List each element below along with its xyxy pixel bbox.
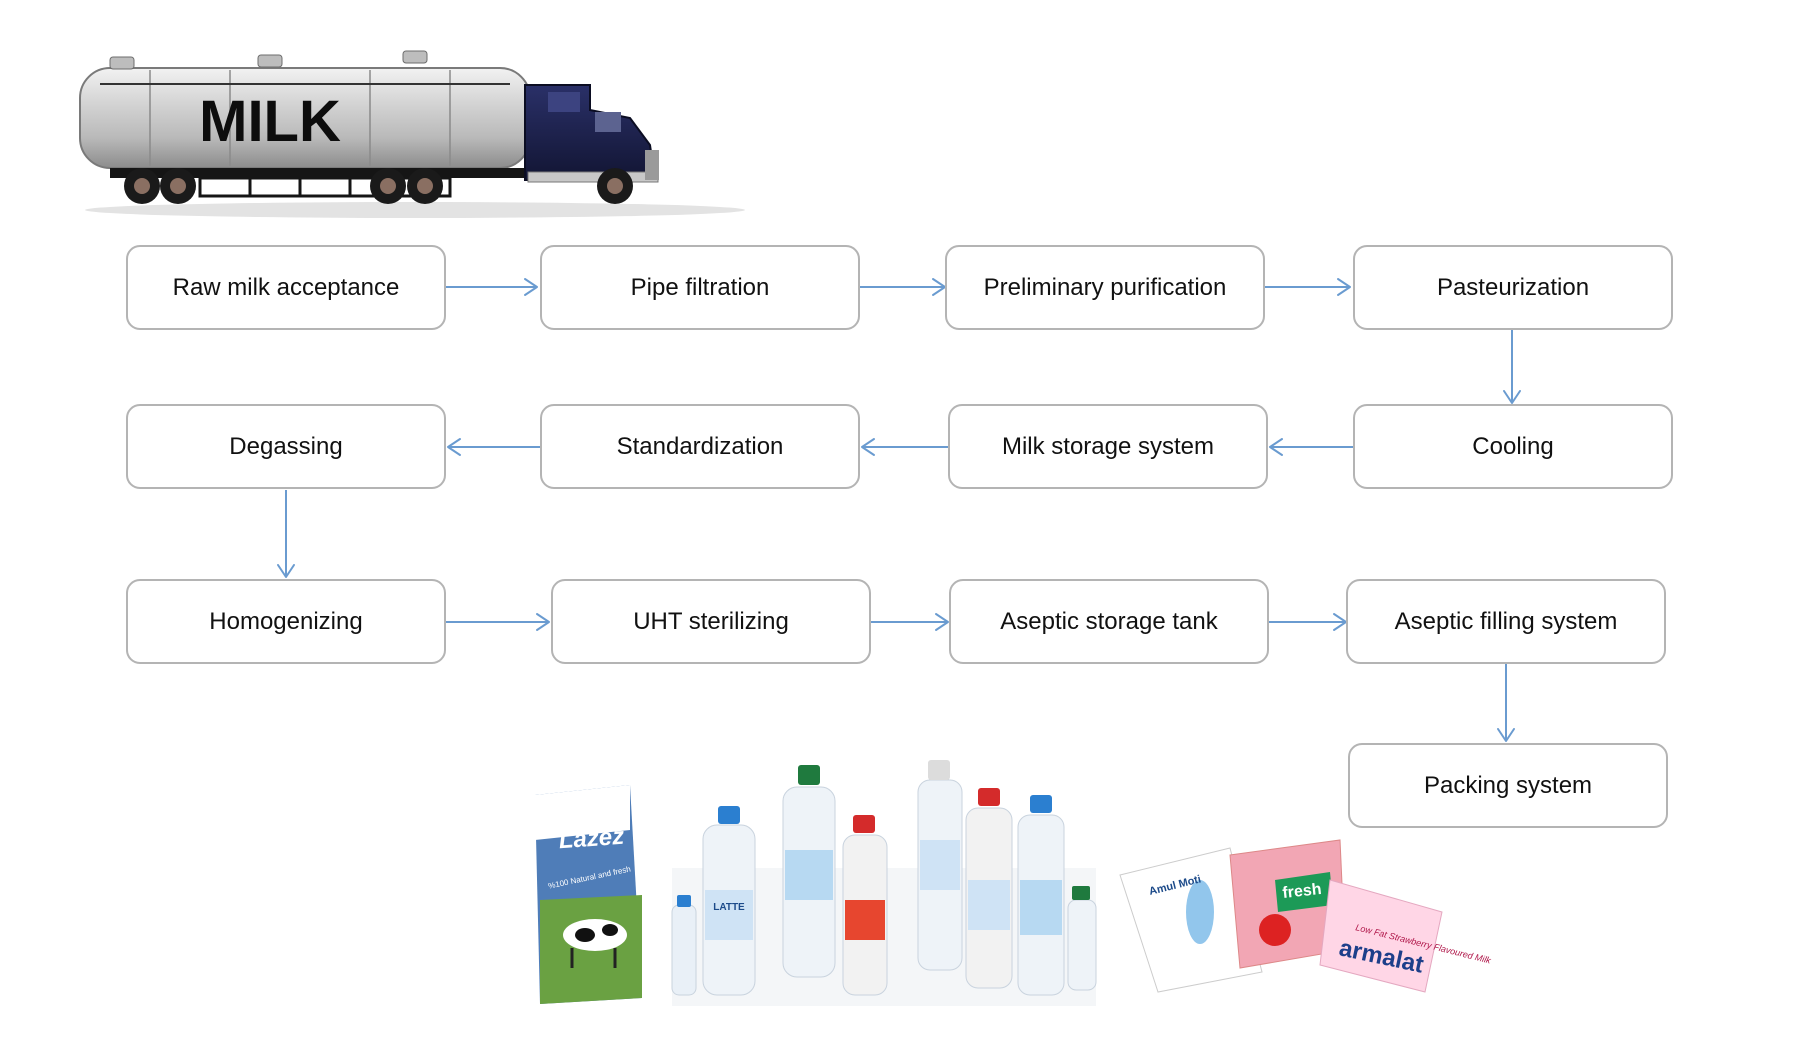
step-uht-sterilizing: UHT sterilizing <box>551 579 871 664</box>
tank-hatch <box>109 56 135 70</box>
arrow-left <box>1269 438 1353 456</box>
step-raw-milk-acceptance: Raw milk acceptance <box>126 245 446 330</box>
arrow-right <box>1265 278 1351 296</box>
trailer-chassis <box>110 168 530 178</box>
arrow-left <box>447 438 540 456</box>
milk-bottles-image: LATTE <box>671 760 966 1006</box>
arrow-right <box>871 613 949 631</box>
step-aseptic-storage-tank: Aseptic storage tank <box>949 579 1269 664</box>
step-aseptic-filling-system: Aseptic filling system <box>1346 579 1666 664</box>
bottle-label: LATTE <box>713 902 745 913</box>
step-degassing: Degassing <box>126 404 446 489</box>
arrow-down <box>277 490 295 578</box>
arrow-right <box>446 278 538 296</box>
carton-brand: Lazez <box>558 823 625 854</box>
milk-bottles-image <box>965 788 1097 1006</box>
arrow-right <box>446 613 550 631</box>
arrow-left <box>861 438 948 456</box>
step-preliminary-purification: Preliminary purification <box>945 245 1265 330</box>
step-pipe-filtration: Pipe filtration <box>540 245 860 330</box>
milk-truck-illustration: MILK <box>79 50 745 218</box>
step-milk-storage-system: Milk storage system <box>948 404 1268 489</box>
step-cooling: Cooling <box>1353 404 1673 489</box>
truck-wheels <box>124 168 633 204</box>
tank-hatch <box>257 54 283 68</box>
milk-pouches-image: Amul Moti fresh Low Fat Strawberry Flavo… <box>1119 839 1492 993</box>
arrow-down <box>1503 330 1521 404</box>
step-pasteurization: Pasteurization <box>1353 245 1673 330</box>
pouch-brand-fresh: fresh <box>1282 881 1323 902</box>
tank-label: MILK <box>199 89 341 154</box>
tank-hatch <box>402 50 428 64</box>
step-homogenizing: Homogenizing <box>126 579 446 664</box>
truck-shadow <box>85 202 745 218</box>
step-standardization: Standardization <box>540 404 860 489</box>
milk-carton-image: Lazez %100 Natural and fresh <box>535 785 642 1004</box>
arrow-down <box>1497 664 1515 742</box>
step-packing-system: Packing system <box>1348 743 1668 828</box>
